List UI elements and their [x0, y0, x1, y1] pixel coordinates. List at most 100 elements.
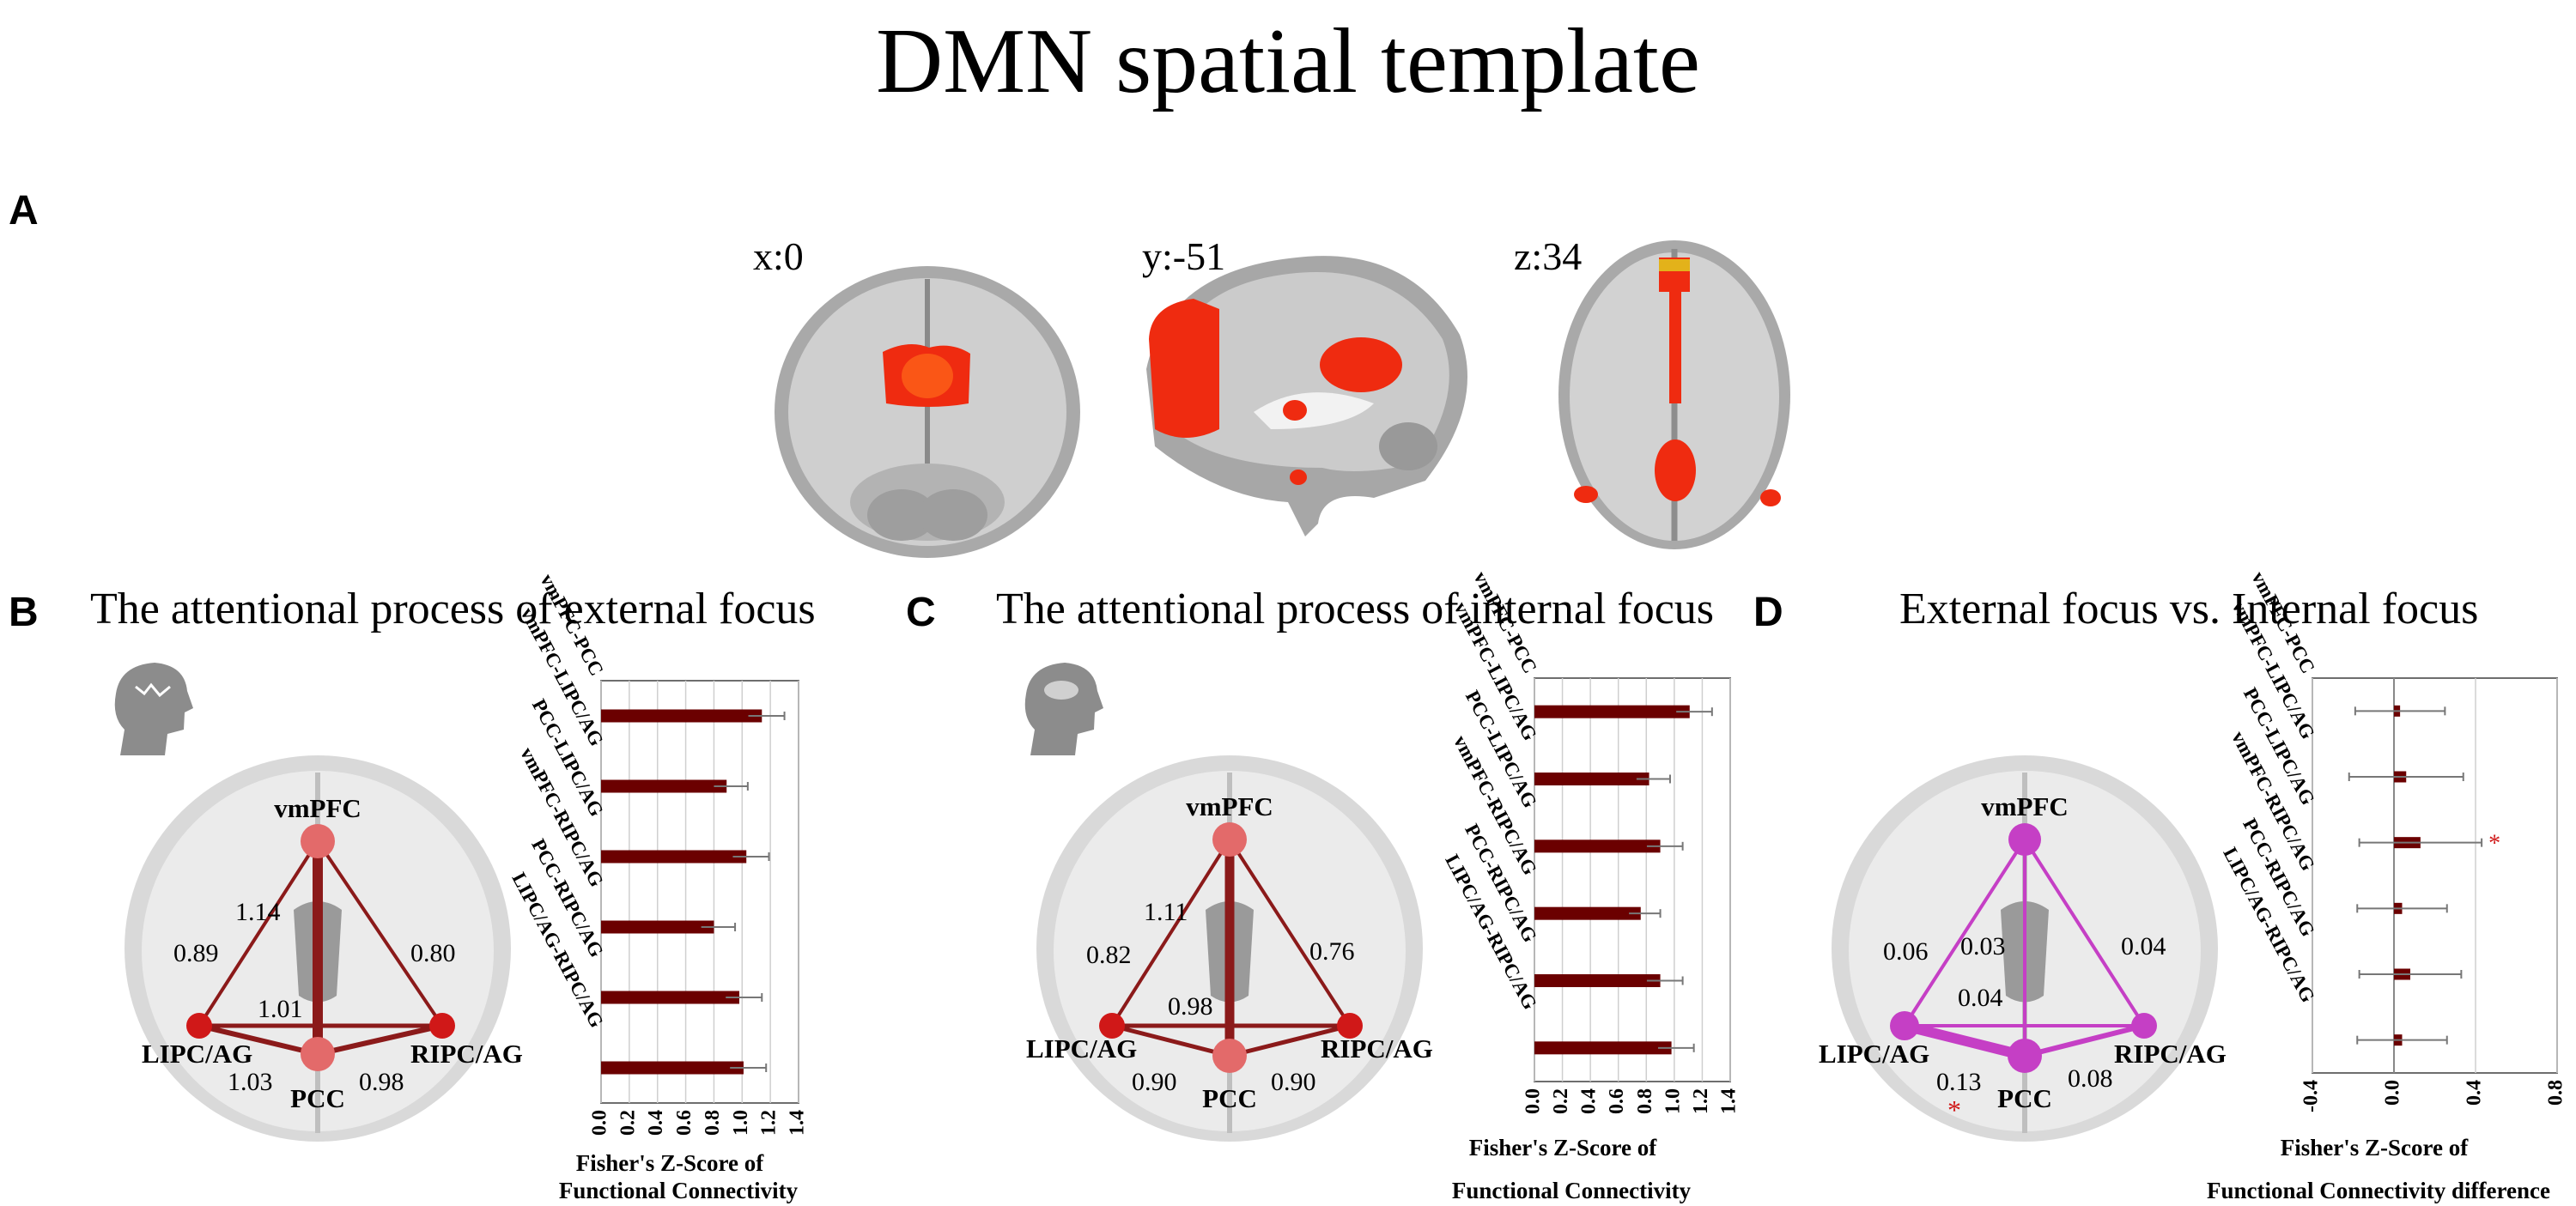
x-tick-label: 1.4: [1718, 1088, 1741, 1114]
edge-label-vmpfc-pcc: 1.11: [1144, 898, 1188, 926]
edge-label-pcc-ripc: 0.08: [2068, 1064, 2113, 1093]
edge-label-vmpfc-lipc: 0.82: [1086, 941, 1132, 969]
head-profile-icon: [114, 663, 193, 755]
node-label-ripc: RIPC/AG: [1321, 1033, 1433, 1064]
edge-label-lipc-ripc: 0.04: [1958, 984, 2003, 1012]
edge-label-lipc-pcc: 0.13: [1936, 1068, 1982, 1096]
panel-c-title: The attentional process of internal focu…: [996, 585, 1715, 633]
node-label-ripc: RIPC/AG: [410, 1039, 523, 1069]
panel-b-title: The attentional process of external focu…: [90, 585, 816, 633]
x-tick-label: 0.0: [589, 1110, 611, 1136]
node-label-lipc: LIPC/AG: [142, 1039, 252, 1069]
node-label-lipc: LIPC/AG: [1819, 1039, 1929, 1069]
edge-label-vmpfc-ripc: 0.76: [1309, 937, 1355, 966]
axial-slice-image: [1558, 240, 1790, 549]
x-tick-label: -0.4: [2300, 1080, 2323, 1112]
x-tick-label: 1.4: [787, 1110, 809, 1136]
node-label-vmpfc: vmPFC: [274, 793, 361, 823]
x-tick-label: 0.4: [1578, 1088, 1601, 1114]
edge-label-vmpfc-lipc: 0.06: [1883, 937, 1929, 966]
x-tick-label: 0.2: [617, 1110, 639, 1136]
panel-b-letter: B: [9, 590, 39, 635]
edge-label-vmpfc-pcc: 1.14: [235, 898, 281, 926]
x-tick-label: 0.8: [702, 1110, 724, 1136]
bar: [1534, 974, 1661, 987]
panel-a-letter: A: [9, 188, 39, 233]
panel-c-xlabel-1: Fisher's Z-Score of: [1468, 1135, 1657, 1161]
bar: [601, 709, 762, 723]
slice-label-z: z:34: [1514, 234, 1583, 278]
head-profile-icon: [1024, 663, 1103, 755]
node-label-ripc: RIPC/AG: [2114, 1039, 2227, 1069]
edge-label-lipc-ripc: 0.98: [1168, 992, 1213, 1021]
node-label-vmpfc: vmPFC: [1981, 791, 2069, 821]
bar: [1534, 1041, 1672, 1055]
edge-label-vmpfc-ripc: 0.80: [410, 939, 456, 967]
bar: [1534, 705, 1690, 718]
panel-c-xlabel-2: Functional Connectivity: [1451, 1178, 1692, 1203]
x-tick-label: 0.6: [673, 1110, 696, 1136]
edge-label-pcc-ripc: 0.90: [1271, 1068, 1316, 1096]
significance-star: *: [2488, 831, 2500, 858]
figure-title: DMN spatial template: [876, 10, 1700, 112]
x-tick-label: 1.2: [758, 1110, 781, 1136]
x-tick-label: 0.8: [1634, 1088, 1656, 1114]
coronal-slice-image: [775, 266, 1080, 558]
panel-d-xlabel-1: Fisher's Z-Score of: [2280, 1135, 2469, 1161]
x-tick-label: 0.4: [2464, 1080, 2486, 1106]
panel-b-xlabel-2: Functional Connectivity: [558, 1178, 799, 1203]
x-tick-label: 1.0: [730, 1110, 752, 1136]
network-edges: [197, 839, 444, 1057]
bar: [601, 779, 727, 793]
bar: [601, 850, 747, 864]
x-tick-label: 0.8: [2545, 1080, 2567, 1106]
network-edges: [1903, 838, 2146, 1061]
x-tick-label: 0.0: [1522, 1088, 1545, 1114]
plot-frame: [2312, 677, 2558, 1074]
sagittal-slice-image: [1146, 256, 1467, 536]
edge-label-pcc-ripc: 0.98: [359, 1068, 404, 1096]
node-label-pcc: PCC: [1997, 1083, 2052, 1113]
panel-d-letter: D: [1753, 590, 1783, 635]
bar: [601, 991, 739, 1004]
x-tick-label: 1.0: [1662, 1088, 1684, 1114]
network-nodes: [1890, 823, 2157, 1073]
slice-label-y: y:-51: [1142, 234, 1226, 278]
edge-label-lipc-ripc: 1.01: [258, 995, 303, 1023]
bar: [1534, 906, 1641, 920]
x-tick-label: 0.2: [1550, 1088, 1572, 1114]
bar: [1534, 773, 1649, 785]
panel-b-xlabel-1: Fisher's Z-Score of: [575, 1150, 764, 1176]
edge-label-lipc-pcc: 0.90: [1132, 1068, 1177, 1096]
bar: [1534, 839, 1661, 853]
panel-d-title: External focus vs. Internal focus: [1899, 585, 2479, 633]
significance-star: *: [1947, 1094, 1961, 1125]
panel-c-letter: C: [906, 590, 936, 635]
node-label-vmpfc: vmPFC: [1186, 791, 1273, 821]
network-nodes: [186, 824, 455, 1071]
node-label-lipc: LIPC/AG: [1026, 1033, 1137, 1064]
slice-label-x: x:0: [753, 234, 804, 278]
node-label-pcc: PCC: [1202, 1083, 1257, 1113]
edge-label-vmpfc-ripc: 0.04: [2121, 932, 2166, 961]
node-label-pcc: PCC: [290, 1083, 345, 1113]
x-tick-label: 0.6: [1606, 1088, 1628, 1114]
panel-d-xlabel-2: Functional Connectivity difference: [2207, 1178, 2550, 1203]
x-tick-label: 0.4: [645, 1110, 667, 1136]
x-tick-label: 0.0: [2382, 1080, 2404, 1106]
network-edges: [1110, 838, 1352, 1058]
edge-label-vmpfc-lipc: 0.89: [173, 939, 219, 967]
x-tick-label: 1.2: [1690, 1088, 1712, 1114]
edge-label-lipc-pcc: 1.03: [228, 1068, 273, 1096]
edge-label-vmpfc-pcc: 0.03: [1960, 932, 2006, 961]
network-nodes: [1099, 822, 1363, 1073]
bar: [601, 920, 714, 934]
bar: [601, 1061, 744, 1075]
